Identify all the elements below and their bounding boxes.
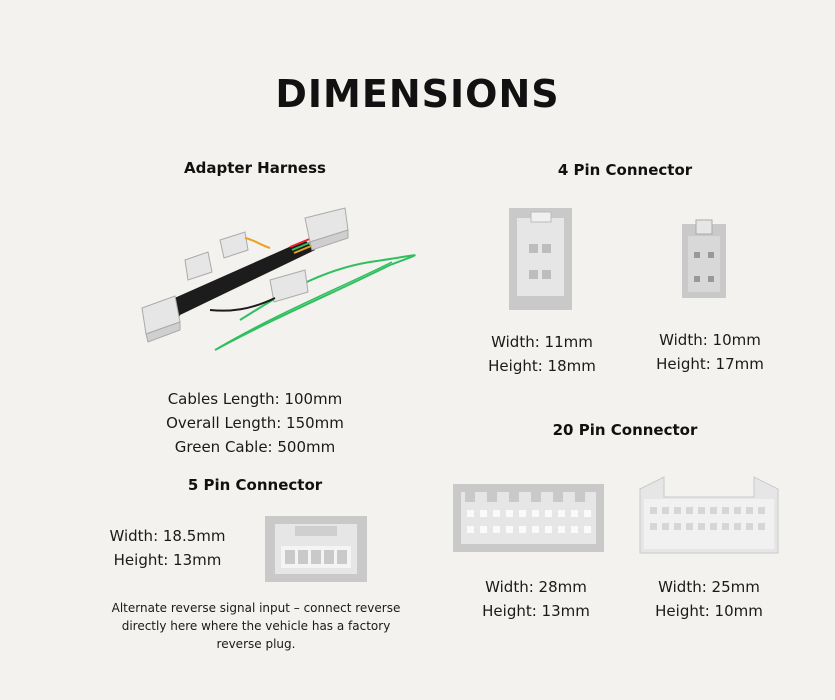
twenty-pin-connector-side [639, 476, 779, 554]
cables-length: Cables Length: 100mm [167, 390, 343, 408]
twenty-pin-right-width: Width: 25mm [658, 578, 760, 596]
four-pin-left-width: Width: 11mm [491, 333, 593, 351]
twenty-pin-left-specs: Width: 28mm Height: 13mm [466, 575, 606, 623]
green-cable-length: Green Cable: 500mm [174, 438, 336, 456]
four-pin-left-specs: Width: 11mm Height: 18mm [472, 330, 612, 378]
five-pin-specs: Width: 18.5mm Height: 13mm [100, 524, 235, 572]
five-pin-width: Width: 18.5mm [109, 527, 226, 545]
twenty-pin-right-height: Height: 10mm [655, 602, 763, 620]
adapter-specs: Cables Length: 100mm Overall Length: 150… [130, 387, 380, 459]
adapter-harness-heading: Adapter Harness [184, 159, 326, 177]
twenty-pin-left-height: Height: 13mm [482, 602, 590, 620]
four-pin-connector-front [509, 208, 572, 310]
four-pin-right-specs: Width: 10mm Height: 17mm [640, 328, 780, 376]
four-pin-connector-side [682, 219, 726, 298]
five-pin-height: Height: 13mm [113, 551, 222, 569]
twenty-pin-connector-front [453, 484, 604, 552]
five-pin-connector [265, 516, 367, 582]
twenty-pin-right-specs: Width: 25mm Height: 10mm [639, 575, 779, 623]
four-pin-left-height: Height: 18mm [488, 357, 596, 375]
four-pin-right-width: Width: 10mm [659, 331, 761, 349]
overall-length: Overall Length: 150mm [166, 414, 344, 432]
twenty-pin-heading: 20 Pin Connector [552, 421, 698, 439]
five-pin-note: Alternate reverse signal input – connect… [111, 601, 401, 651]
page-title: DIMENSIONS [275, 72, 560, 116]
four-pin-heading: 4 Pin Connector [557, 161, 693, 179]
adapter-harness-illustration [141, 207, 416, 351]
five-pin-heading: 5 Pin Connector [187, 476, 323, 494]
twenty-pin-left-width: Width: 28mm [485, 578, 587, 596]
four-pin-right-height: Height: 17mm [656, 355, 764, 373]
